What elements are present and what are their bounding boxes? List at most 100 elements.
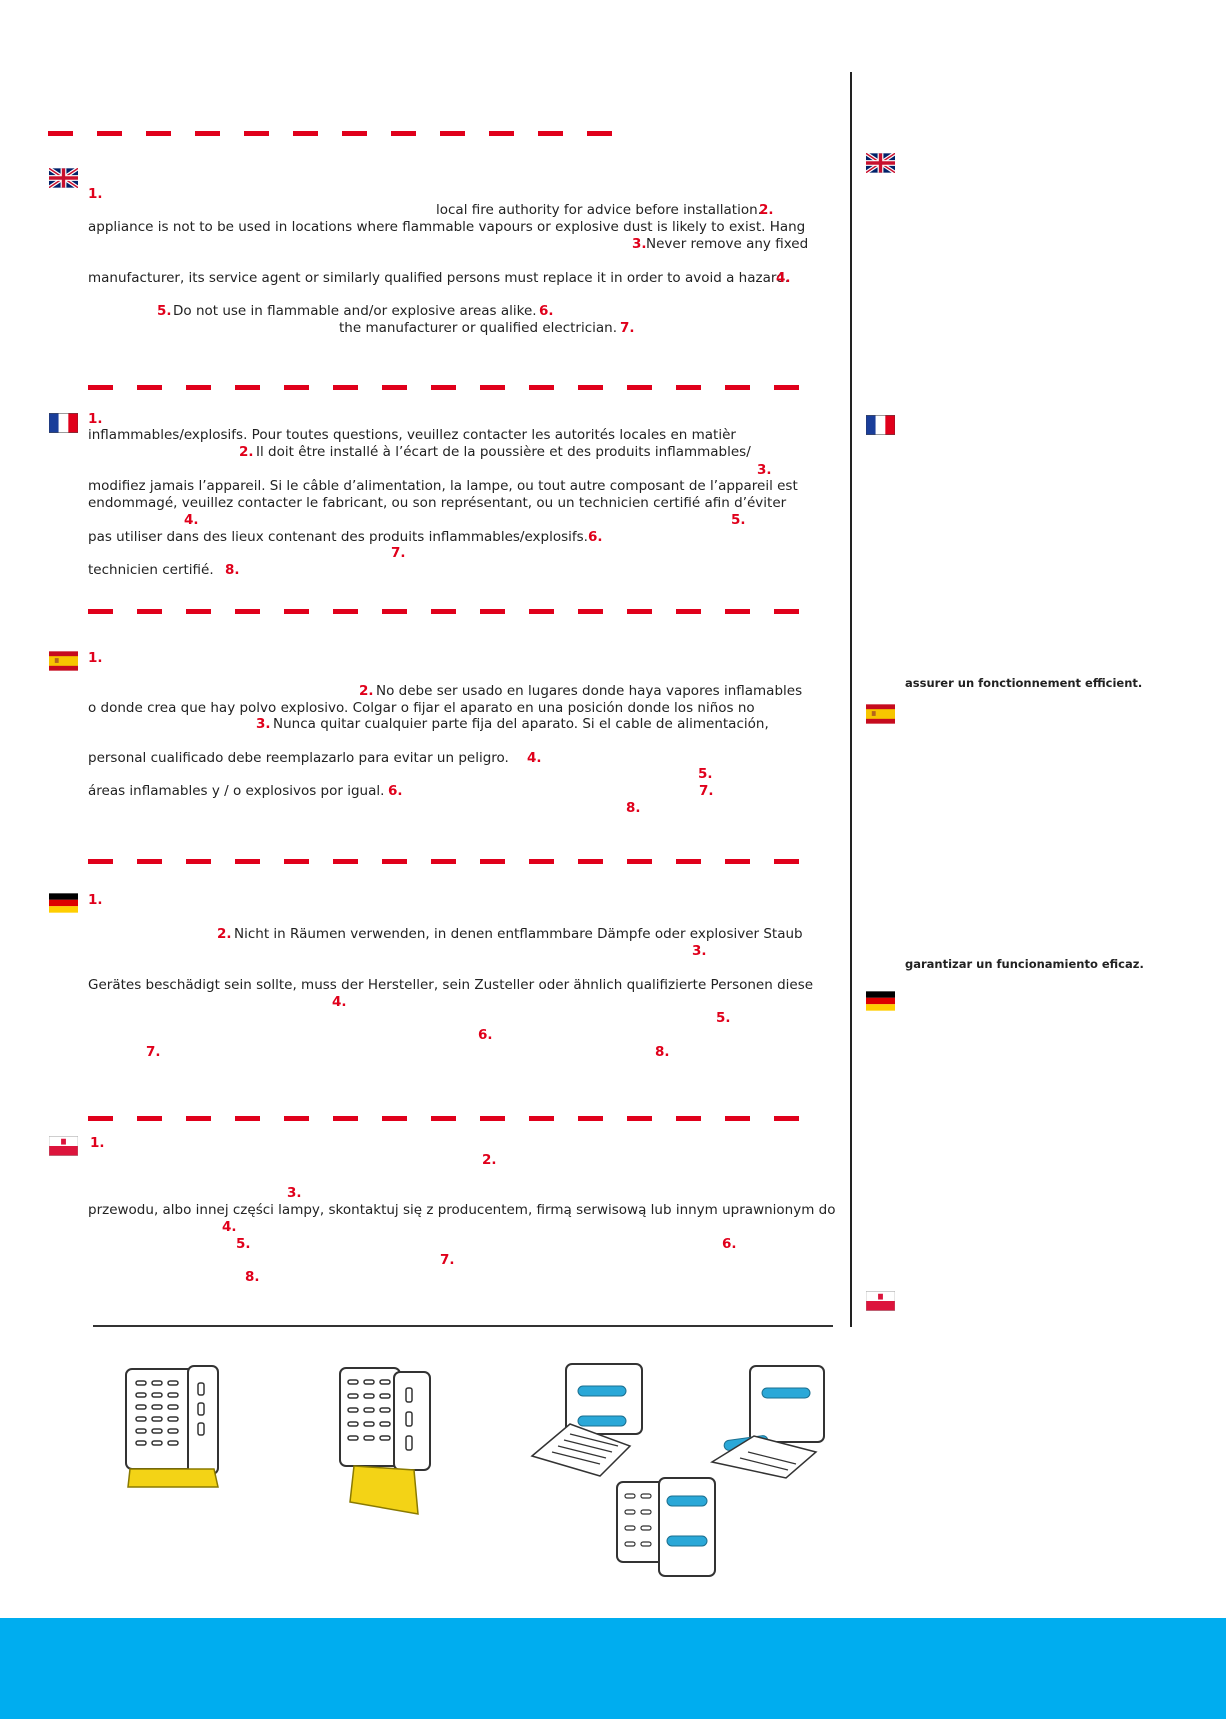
dash-segment xyxy=(578,385,603,390)
item-number: 1. xyxy=(88,650,103,666)
instruction-text: inflammables/explosifs. Pour toutes ques… xyxy=(88,427,736,443)
dash-segment xyxy=(440,131,465,136)
item-number: 5. xyxy=(698,766,713,782)
dash-segment xyxy=(97,131,122,136)
dash-segment xyxy=(235,1116,260,1121)
item-number: 3. xyxy=(256,716,271,732)
spain-flag-icon xyxy=(49,651,78,671)
device-tube-removal-image xyxy=(710,1362,830,1480)
instruction-text: technicien certifié. xyxy=(88,562,214,578)
instruction-text: Nunca quitar cualquier parte fija del ap… xyxy=(273,716,769,732)
dash-segment xyxy=(137,859,162,864)
dash-segment xyxy=(627,609,652,614)
dash-segment xyxy=(186,609,211,614)
dash-segment xyxy=(774,385,799,390)
dash-segment xyxy=(88,385,113,390)
dash-segment xyxy=(333,385,358,390)
device-with-tray-closed-image xyxy=(108,1363,223,1495)
instruction-text: No debe ser usado en lugares donde haya … xyxy=(376,683,803,699)
item-number: 3. xyxy=(287,1185,302,1201)
dash-segment xyxy=(333,859,358,864)
dash-segment xyxy=(774,609,799,614)
dash-segment xyxy=(587,131,612,136)
dash-segment xyxy=(88,1116,113,1121)
dash-segment xyxy=(725,609,750,614)
uk-flag-icon xyxy=(49,168,78,188)
item-number: 8. xyxy=(626,800,641,816)
item-number: 4. xyxy=(527,750,542,766)
dash-segment xyxy=(382,609,407,614)
instruction-text: Il doit être installé à l’écart de la po… xyxy=(256,444,751,460)
dash-segment xyxy=(725,859,750,864)
dash-segment xyxy=(146,131,171,136)
dash-segment xyxy=(529,859,554,864)
item-number: 4. xyxy=(222,1219,237,1235)
item-number: 5. xyxy=(731,512,746,528)
dash-segment xyxy=(676,1116,701,1121)
item-number: 4. xyxy=(776,270,791,286)
dash-segment xyxy=(578,609,603,614)
dash-segment xyxy=(284,385,309,390)
uk-flag-icon xyxy=(866,153,895,173)
instruction-text: modifiez jamais l’appareil. Si le câble … xyxy=(88,478,798,494)
dash-segment xyxy=(627,859,652,864)
poland-flag-icon xyxy=(866,1291,895,1311)
item-number: 4. xyxy=(332,994,347,1010)
dash-segment xyxy=(676,859,701,864)
item-number: 6. xyxy=(388,783,403,799)
dash-segment xyxy=(578,859,603,864)
dash-segment xyxy=(186,385,211,390)
spain-flag-icon xyxy=(866,704,895,724)
item-number: 5. xyxy=(236,1236,251,1252)
item-number: 1. xyxy=(90,1135,105,1151)
dash-segment xyxy=(333,609,358,614)
item-number: 3. xyxy=(632,236,647,252)
poland-flag-icon xyxy=(49,1136,78,1156)
item-number: 3. xyxy=(757,462,772,478)
item-number: 3. xyxy=(692,943,707,959)
instruction-text: áreas inflamables y / o explosivos por i… xyxy=(88,783,385,799)
germany-flag-icon xyxy=(49,893,78,913)
item-number: 2. xyxy=(239,444,254,460)
dash-segment xyxy=(137,1116,162,1121)
item-number: 2. xyxy=(217,926,232,942)
dash-segment xyxy=(284,609,309,614)
instruction-text: appliance is not to be used in locations… xyxy=(88,219,806,235)
instruction-text: Gerätes beschädigt sein sollte, muss der… xyxy=(88,977,814,993)
dash-segment xyxy=(529,609,554,614)
france-flag-icon xyxy=(49,413,78,433)
instruction-text: Do not use in flammable and/or explosive… xyxy=(173,303,537,319)
instruction-text: local fire authority for advice before i… xyxy=(436,202,762,218)
dash-segment xyxy=(284,1116,309,1121)
item-number: 7. xyxy=(146,1044,161,1060)
dash-segment xyxy=(186,1116,211,1121)
dash-segment xyxy=(382,1116,407,1121)
item-number: 6. xyxy=(539,303,554,319)
instruction-text: Nicht in Räumen verwenden, in denen entf… xyxy=(234,926,803,942)
item-number: 5. xyxy=(716,1010,731,1026)
dash-segment xyxy=(382,385,407,390)
dash-segment xyxy=(48,131,73,136)
dash-segment xyxy=(676,609,701,614)
item-number: 7. xyxy=(620,320,635,336)
dash-segment xyxy=(88,609,113,614)
sidebar-note-es: garantizar un funcionamiento eficaz. xyxy=(905,957,1144,971)
dash-segment xyxy=(676,385,701,390)
dash-segment xyxy=(431,1116,456,1121)
dash-segment xyxy=(342,131,367,136)
column-divider xyxy=(850,72,852,1327)
instruction-text: Never remove any fixed xyxy=(646,236,809,252)
dash-segment xyxy=(480,609,505,614)
device-with-tray-out-image xyxy=(330,1362,445,1518)
device-reassembled-image xyxy=(605,1476,723,1581)
dash-segment xyxy=(480,859,505,864)
item-number: 7. xyxy=(699,783,714,799)
dash-segment xyxy=(529,1116,554,1121)
dash-segment xyxy=(431,859,456,864)
device-open-tubes-image xyxy=(530,1360,650,1478)
dash-segment xyxy=(725,1116,750,1121)
item-number: 1. xyxy=(88,186,103,202)
instruction-text: manufacturer, its service agent or simil… xyxy=(88,270,790,286)
item-number: 2. xyxy=(759,202,774,218)
dash-segment xyxy=(489,131,514,136)
